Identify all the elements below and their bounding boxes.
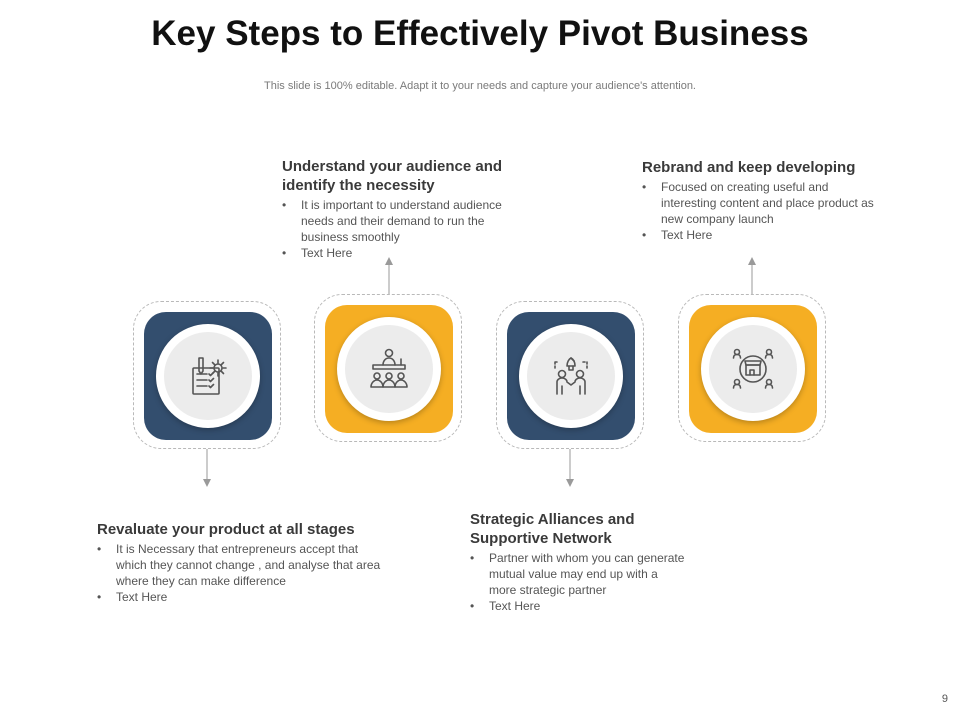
step-1-inner-circle <box>164 332 252 420</box>
step-1-square <box>144 312 272 440</box>
step-1-text: Revaluate your product at all stages It … <box>97 520 392 605</box>
step-1-tile <box>133 301 281 449</box>
step-2-bullet-1: It is important to understand audience n… <box>282 197 507 245</box>
step-2-heading: Understand your audience and identify th… <box>282 158 503 194</box>
step-4-heading: Rebrand and keep developing <box>642 159 856 176</box>
step-2-bullet-2: Text Here <box>282 245 507 261</box>
step-2-tile <box>314 294 462 442</box>
step-3-bullet-2: Text Here <box>470 598 685 614</box>
step-3-inner-circle <box>527 332 615 420</box>
arrow-head-step-4 <box>748 257 756 265</box>
step-4-ring <box>701 317 805 421</box>
step-4-inner-circle <box>709 325 797 413</box>
step-1-bullet-2: Text Here <box>97 589 392 605</box>
slide-subtitle: This slide is 100% editable. Adapt it to… <box>264 80 696 92</box>
step-4-bullets: Focused on creating useful and interesti… <box>642 179 882 243</box>
page-number: 9 <box>941 693 948 705</box>
step-2-square <box>325 305 453 433</box>
step-1-ring <box>156 324 260 428</box>
step-2-bullets: It is important to understand audience n… <box>282 197 507 261</box>
checklist-gear-icon <box>192 357 227 395</box>
step-2-inner-circle <box>345 325 433 413</box>
store-network-icon <box>732 348 774 389</box>
step-1-heading: Revaluate your product at all stages <box>97 521 355 538</box>
slide-title: Key Steps to Effectively Pivot Business <box>151 14 809 53</box>
step-3-text: Strategic Alliances and Supportive Netwo… <box>470 510 685 614</box>
alliance-network-icon <box>554 357 588 395</box>
step-2-text: Understand your audience and identify th… <box>282 157 507 261</box>
step-3-ring <box>519 324 623 428</box>
step-3-bullet-1: Partner with whom you can generate mutua… <box>470 550 685 598</box>
step-3-bullets: Partner with whom you can generate mutua… <box>470 550 685 614</box>
presentation-audience-icon <box>370 348 408 388</box>
step-1-bullets: It is Necessary that entrepreneurs accep… <box>97 541 392 605</box>
step-4-bullet-2: Text Here <box>642 227 882 243</box>
arrow-head-step-3 <box>566 479 574 487</box>
step-2-ring <box>337 317 441 421</box>
step-3-heading: Strategic Alliances and Supportive Netwo… <box>470 511 635 547</box>
step-4-square <box>689 305 817 433</box>
step-4-bullet-1: Focused on creating useful and interesti… <box>642 179 882 227</box>
step-4-tile <box>678 294 826 442</box>
step-1-bullet-1: It is Necessary that entrepreneurs accep… <box>97 541 392 589</box>
step-3-square <box>507 312 635 440</box>
step-3-tile <box>496 301 644 449</box>
arrow-head-step-1 <box>203 479 211 487</box>
step-4-text: Rebrand and keep developing Focused on c… <box>642 158 882 243</box>
